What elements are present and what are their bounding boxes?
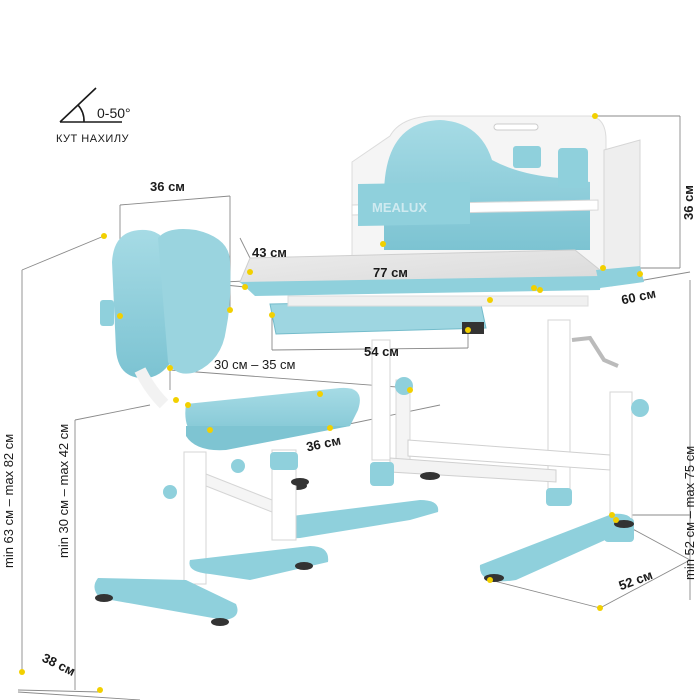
seat-height-label: min 30 см – max 42 см xyxy=(56,423,71,558)
tilt-range-label: 0-50° xyxy=(97,105,131,121)
chair xyxy=(94,229,360,626)
desk-height-label: min 52 см – max 75 см xyxy=(682,445,697,580)
brand-logo: MEALUX xyxy=(372,200,427,215)
desk-width-label: 77 см xyxy=(373,265,408,280)
desk-depth-label: 43 см xyxy=(252,245,287,260)
shelf-height-label: 36 см xyxy=(681,185,696,220)
drawer-width-label: 54 см xyxy=(364,344,399,359)
tilt-angle-icon xyxy=(59,87,122,123)
chair-total-height-label: min 63 см – max 82 см xyxy=(1,433,16,568)
seat-width-label: 30 см – 35 см xyxy=(214,357,296,372)
chair-back-width-label: 36 см xyxy=(150,179,185,194)
desk: MEALUX xyxy=(239,115,649,582)
tilt-caption: КУТ НАХИЛУ xyxy=(56,133,130,145)
measurement-markers xyxy=(19,113,643,693)
